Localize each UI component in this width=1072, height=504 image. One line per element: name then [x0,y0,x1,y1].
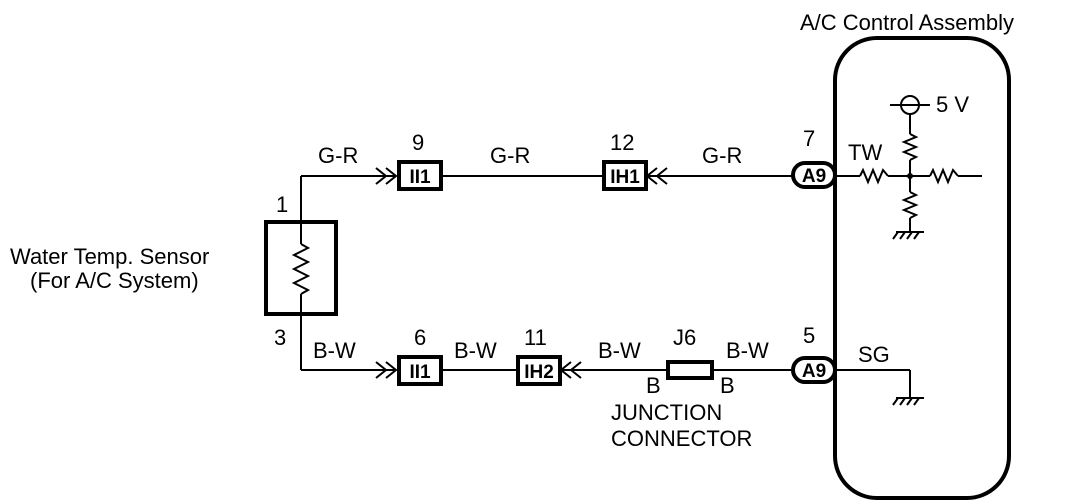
tw-resistor-icon [859,167,889,185]
sensor-pin-bottom: 3 [274,325,286,350]
lower-conn1-pin: 6 [414,325,426,350]
upper-conn3-label: A9 [802,166,826,187]
upper-wire-label-1: G-R [318,143,358,168]
upper-wire-label-2: G-R [490,143,530,168]
upper-conn1-pin: 9 [412,130,424,155]
lower-wire-label-3: B-W [598,338,641,363]
upper-conn2-pin: 12 [610,130,634,155]
connector-arrow-icon [375,361,388,379]
connector-arrow-icon [375,167,388,185]
lower-wire-label-2: B-W [454,338,497,363]
upper-conn2-label: IH1 [610,167,640,188]
sensor-resistor-icon [291,243,311,295]
upper-wire-label-3: G-R [702,143,742,168]
control-assembly-box [833,36,1011,500]
pullup-resistor-icon [901,133,919,161]
junction-label-line1: JUNCTION [611,400,722,425]
control-assembly-title: A/C Control Assembly [800,10,1014,35]
lower-conn2-label: IH2 [524,362,554,383]
ground-icon [892,231,924,240]
supply-5v-label: 5 V [936,92,969,117]
upper-conn3-pin: 7 [803,126,815,151]
output-resistor-icon [929,167,959,185]
junction-label-line2: CONNECTOR [611,426,752,451]
signal-sg-label: SG [858,342,890,367]
upper-conn1-label: II1 [409,167,431,188]
sensor-label-line1: Water Temp. Sensor [10,244,209,269]
lower-conn2-box [516,355,562,386]
junction-id: J6 [673,325,696,350]
lower-conn3-label: A9 [802,361,826,382]
signal-tw-label: TW [848,140,882,165]
junction-pin-left: B [646,373,661,398]
lower-conn1-label: II1 [409,362,431,383]
lower-wire-label-1: B-W [313,338,356,363]
lower-conn2-pin: 11 [524,325,547,350]
junction-pin-right: B [720,373,735,398]
sensor-pin-top: 1 [276,192,288,217]
ground-icon [892,397,924,406]
lower-wire-label-4: B-W [726,338,769,363]
upper-conn2-box [602,160,648,191]
lower-conn3-pin: 5 [803,323,815,348]
connector-arrow-icon [385,167,398,185]
pulldown-resistor-icon [901,191,919,219]
sensor-label-line2: (For A/C System) [30,268,199,293]
connector-arrow-icon [385,361,398,379]
junction-connector-box [666,360,714,380]
